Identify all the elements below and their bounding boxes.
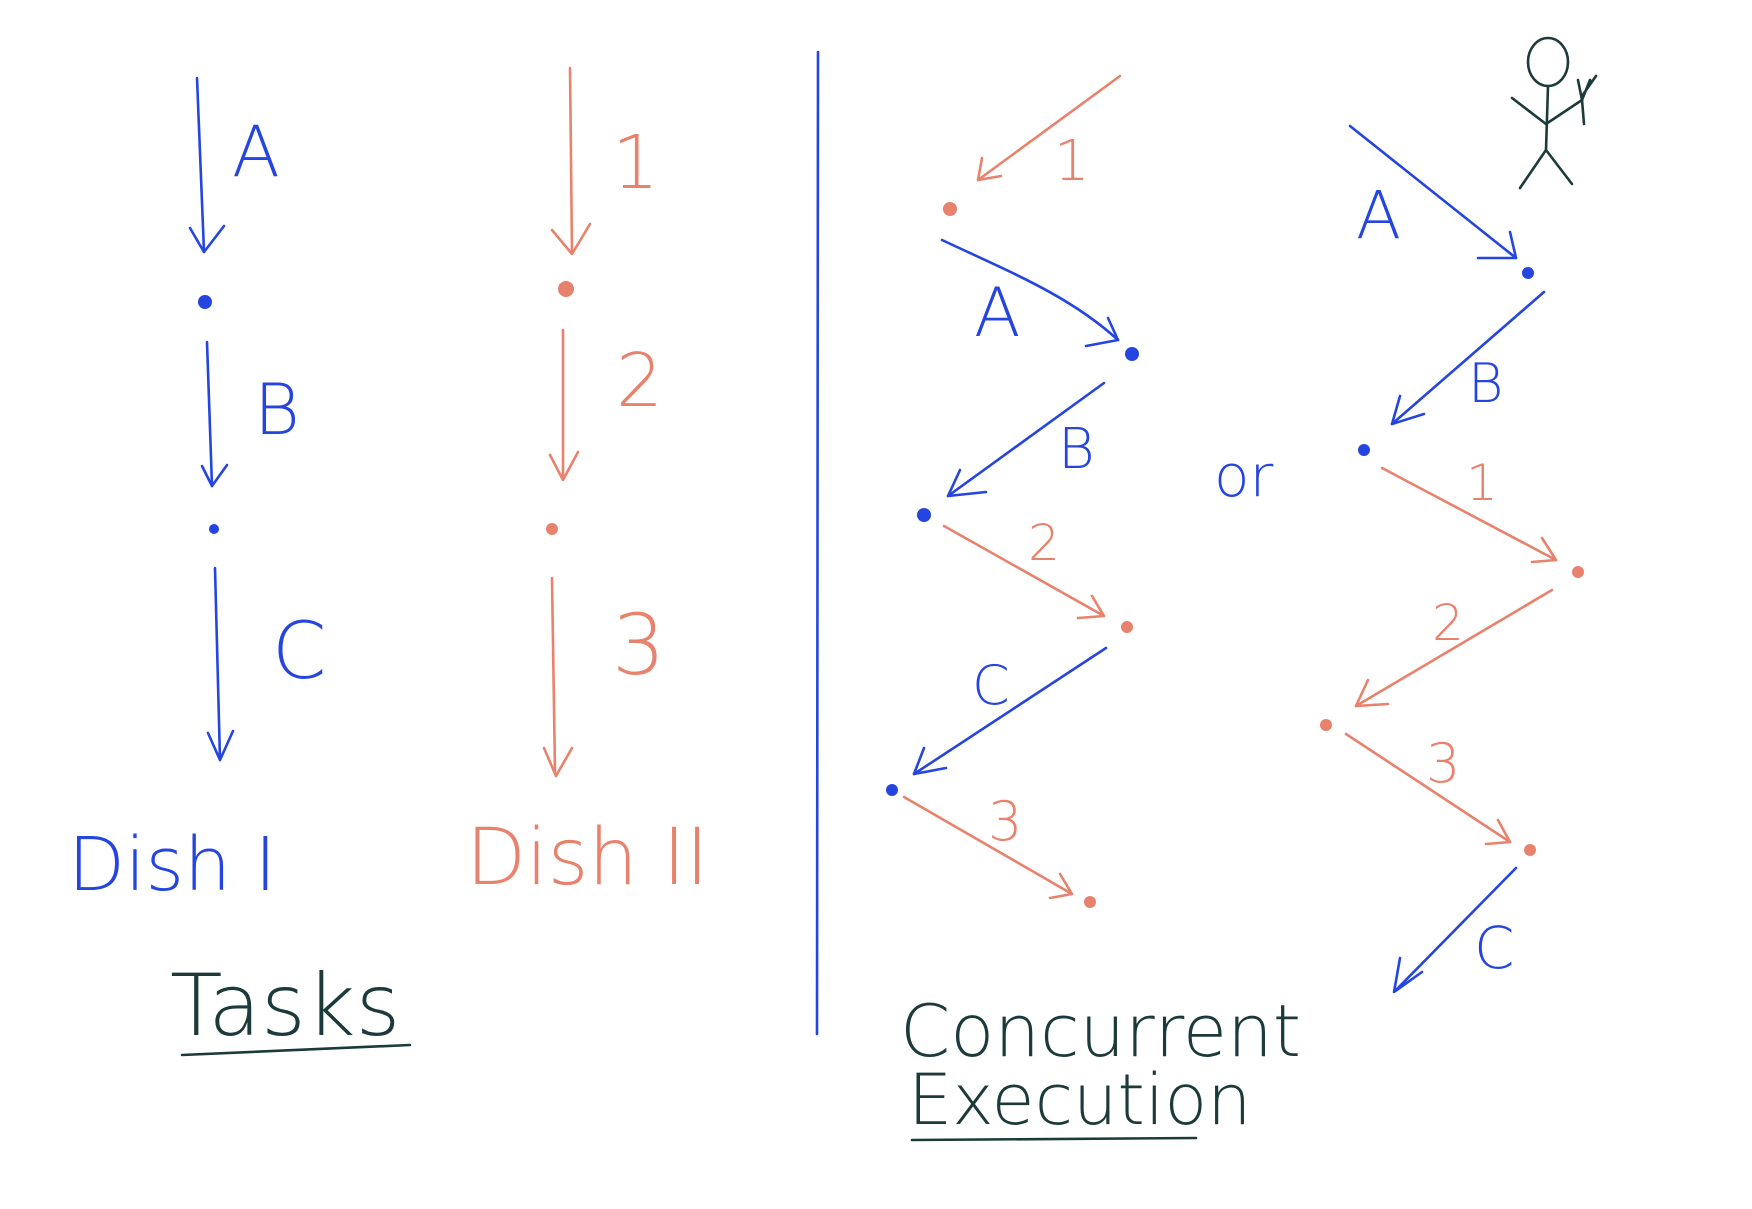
seq1-arrowhead-1 [976,156,1003,182]
seq2-label-3: 3 [1426,732,1460,795]
seq1-arrowhead-2 [1076,594,1106,620]
concurrent-seq2: A B 1 2 3 C [1320,124,1584,994]
seq2-node-3 [1572,566,1584,578]
seq2-node-2 [1358,444,1370,456]
seq1-arrow-3 [902,795,1074,896]
tasks-underline [180,1043,412,1057]
seq1-node-1 [943,202,957,216]
dish1-step-b: B [254,369,300,451]
seq1-arrow-b [946,381,1106,498]
seq1-label-3: 3 [988,790,1022,853]
seq1-node-2 [1125,347,1139,361]
seq2-arrow-3 [1344,732,1512,844]
dish2-step-1: 1 [612,120,659,206]
seq2-label-1: 1 [1466,454,1498,512]
dish2-node-2 [546,523,558,535]
dish2-step-3: 3 [612,596,665,694]
seq1-arrowhead-3 [1048,872,1074,900]
dish1-label: Dish I [68,822,276,908]
seq2-arrow-1 [1380,466,1558,562]
seq2-label-c: C [1474,914,1515,982]
seq2-arrowhead-3 [1484,818,1512,846]
seq1-node-6 [1084,896,1096,908]
dish1-arrowhead-b [200,463,229,488]
seq1-arrow-a [940,238,1120,342]
seq1-label-1: 1 [1054,129,1090,194]
seq2-node-5 [1524,844,1536,856]
seq1-node-3 [917,508,931,522]
dish1-step-a: A [232,111,280,193]
seq2-arrowhead-1 [1530,536,1558,564]
dish2-arrowhead-3 [542,746,574,778]
seq2-label-b: B [1468,352,1503,415]
seq2-arrow-2 [1354,588,1554,708]
seq1-arrow-2 [942,524,1106,618]
seq1-label-a: A [974,274,1021,353]
seq1-node-5 [886,784,898,796]
dish2-arrow-1 [568,66,574,254]
concurrent-underline [910,1136,1198,1142]
dish1-node-1 [198,295,212,309]
stick-figure-icon [1510,36,1598,190]
seq1-arrow-c [912,646,1108,776]
seq1-label-b: B [1058,417,1095,482]
seq2-node-4 [1320,719,1332,731]
concurrent-title-line2: Execution [908,1059,1252,1141]
seq1-label-c: C [972,654,1010,717]
dish2-arrowhead-2 [548,450,580,482]
dish1-node-2 [209,524,219,534]
seq1-arrowhead-a [1084,316,1120,348]
seq2-node-1 [1522,267,1534,279]
dish1-arrow-b [205,340,214,488]
seq1-arrowhead-c [912,746,948,776]
concurrent-title-line1: Concurrent [900,989,1301,1073]
dish1-arrow-c [213,566,222,762]
seq1-node-4 [1121,621,1133,633]
dish2-arrowhead-1 [550,222,592,256]
seq2-arrowhead-2 [1354,678,1390,708]
tasks-caption: Tasks [170,956,412,1057]
seq1-label-2: 2 [1028,514,1060,572]
dish1-arrowhead-c [206,729,235,762]
seq1-arrowhead-b [946,468,988,498]
dish2-arrow-3 [550,576,557,774]
seq2-arrow-c [1394,866,1518,992]
dish2-node-1 [558,281,574,297]
seq2-arrowhead-a [1476,230,1518,260]
concurrent-seq1: 1 A B 2 C 3 [886,74,1139,908]
tasks-label: Tasks [170,956,400,1056]
divider-line [815,50,820,1036]
dish1-step-c: C [272,607,326,697]
dish2-column: 1 2 3 Dish II [466,66,709,903]
seq2-arrowhead-b [1390,394,1426,426]
or-label: or [1214,442,1273,510]
dish1-arrow-a [195,76,206,254]
seq1-arrow-1 [976,74,1122,182]
seq2-arrow-a [1348,124,1518,260]
seq2-arrow-b [1390,290,1546,426]
seq2-label-a: A [1356,177,1401,254]
concurrent-caption: Concurrent Execution [900,989,1301,1142]
dish1-arrowhead-a [188,224,226,254]
seq2-label-2: 2 [1432,594,1464,652]
seq2-arrowhead-c [1392,956,1424,994]
dish2-label: Dish II [466,813,709,903]
dish1-column: A B C Dish I [68,76,326,908]
dish2-step-2: 2 [616,338,663,424]
